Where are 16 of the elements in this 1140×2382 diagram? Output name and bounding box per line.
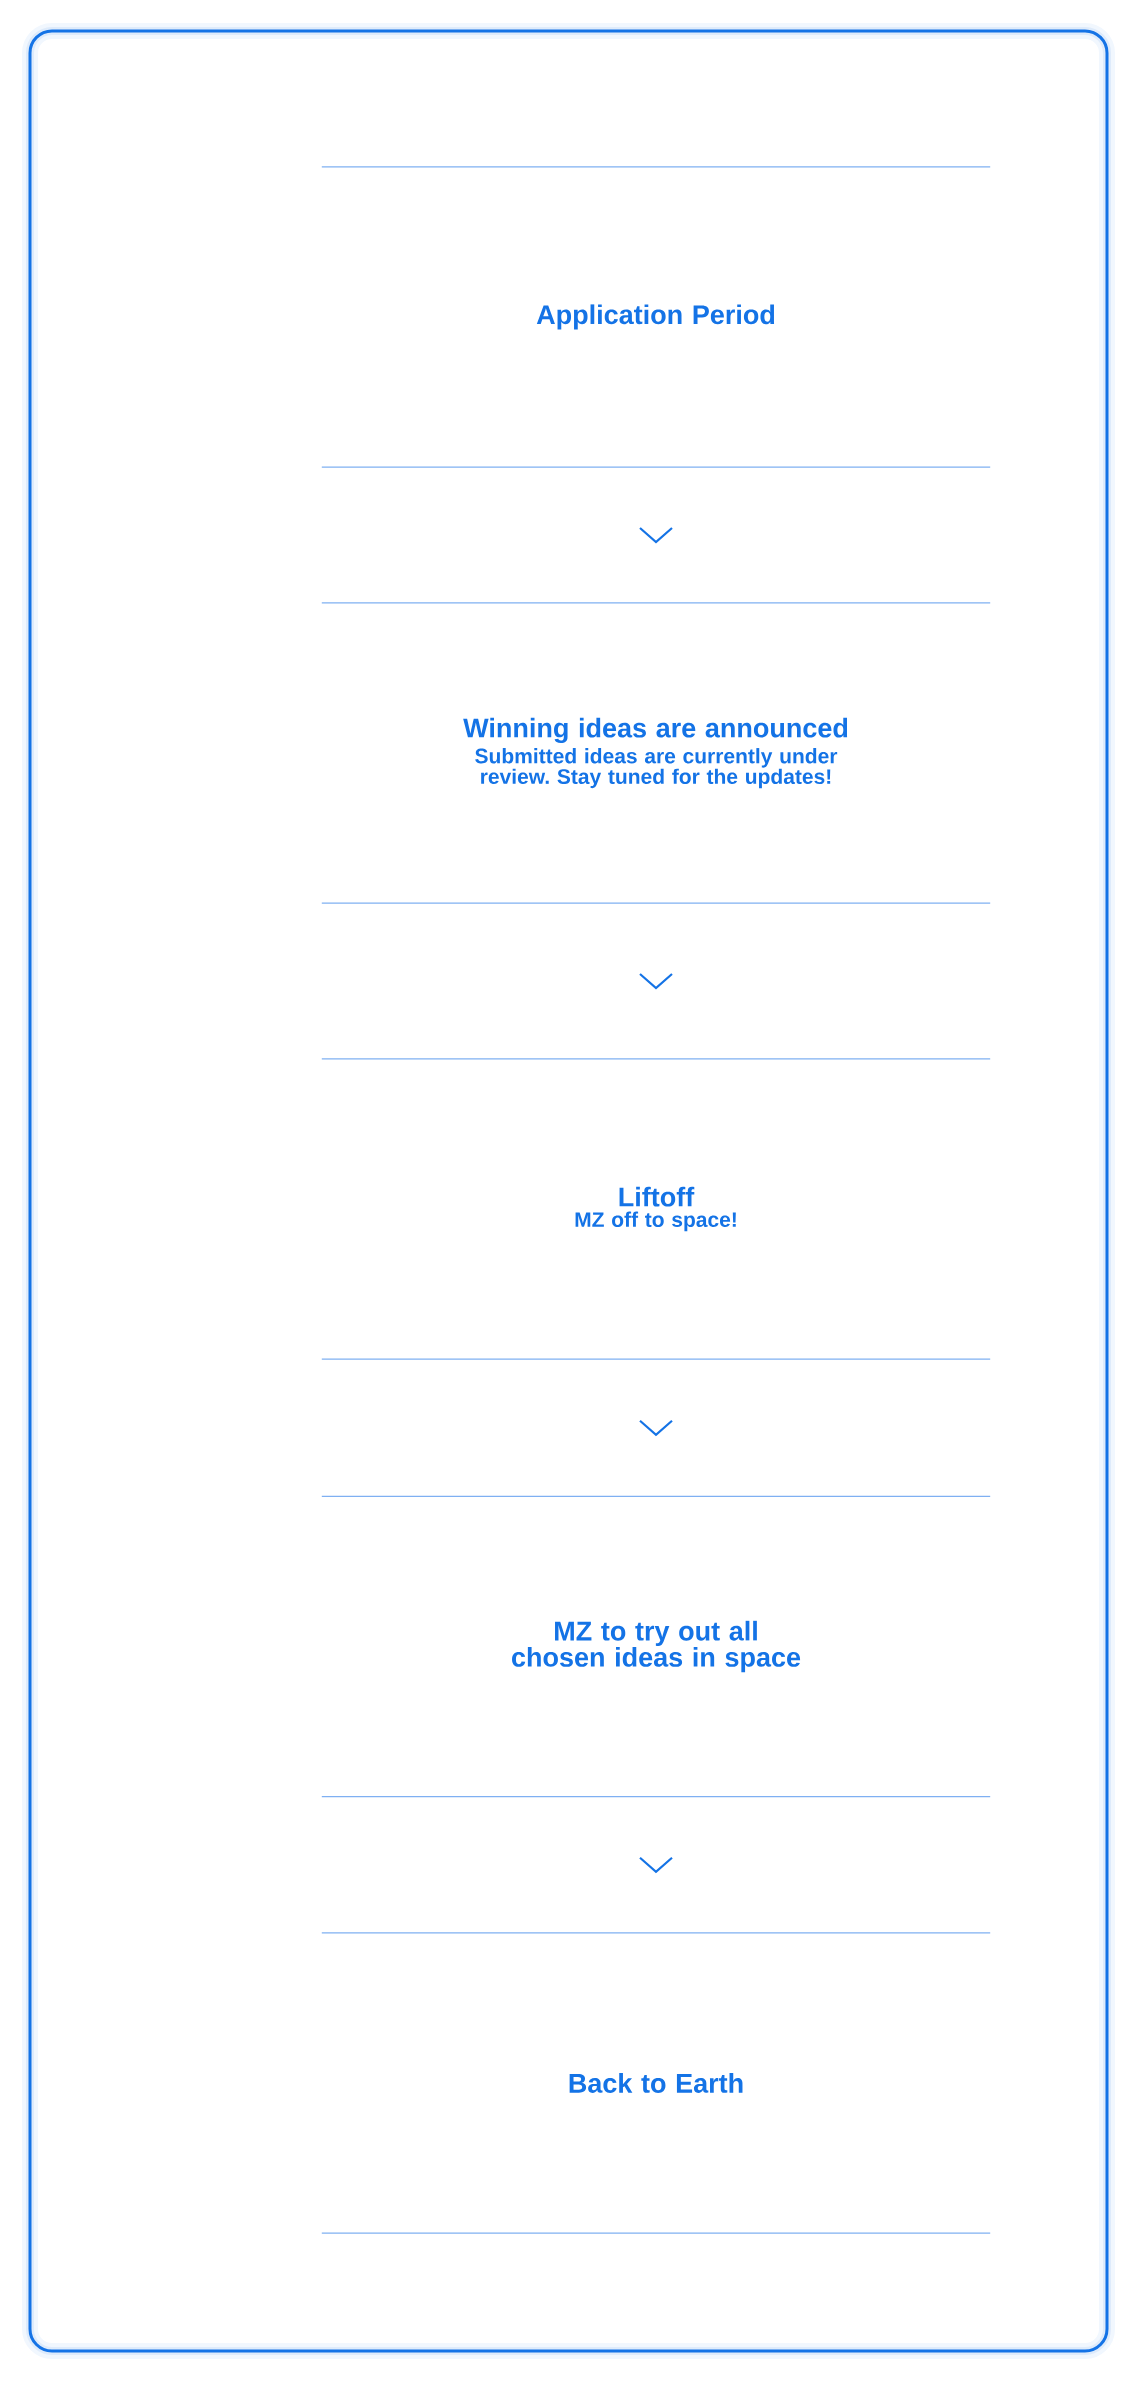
stage-band bbox=[321, 1495, 991, 1798]
stage-title: Application Period bbox=[536, 304, 775, 330]
stage-band bbox=[321, 1932, 991, 2234]
stage-title: Winning ideas are announced bbox=[463, 717, 848, 744]
stage-title: Back to Earth bbox=[569, 2073, 743, 2093]
stage-description: Submitted ideas are currently under review. Stay tuned for the updates! bbox=[475, 748, 838, 789]
chevron-arrow bbox=[639, 527, 673, 544]
stage-band bbox=[321, 166, 991, 468]
stage-band bbox=[321, 1058, 991, 1360]
stage-title: MZ to try out all chosen ideas in space bbox=[512, 1620, 801, 1673]
stage-band bbox=[321, 602, 991, 904]
chevron-arrow bbox=[639, 1419, 673, 1437]
stage-description: MZ off to space! bbox=[575, 1211, 736, 1232]
chevron-arrow bbox=[639, 1856, 673, 1874]
chevron-arrow bbox=[639, 973, 673, 990]
stage-title: Liftoff bbox=[619, 1186, 695, 1207]
